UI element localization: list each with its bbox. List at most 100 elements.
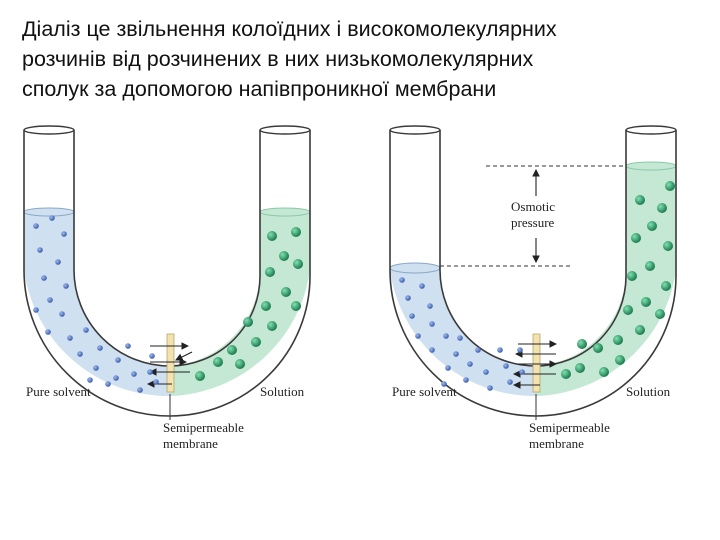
small-molecule <box>457 335 463 341</box>
arrow <box>175 351 193 361</box>
small-molecule <box>87 377 93 383</box>
small-molecule <box>97 345 103 351</box>
large-molecule <box>195 371 205 381</box>
small-molecule <box>441 381 447 387</box>
small-molecule <box>399 277 405 283</box>
osmotic-pressure-label-line1: Osmotic <box>511 199 555 214</box>
large-molecule <box>235 359 245 369</box>
small-molecule <box>453 351 459 357</box>
small-molecule <box>483 369 489 375</box>
small-molecule <box>147 369 153 375</box>
left-tube-rim <box>23 125 75 135</box>
solution-surface <box>259 207 311 217</box>
u-tube-inner-wall <box>439 130 627 367</box>
small-molecule <box>59 311 65 317</box>
large-molecule <box>665 181 675 191</box>
small-molecule <box>427 303 433 309</box>
solvent-liquid <box>390 266 536 397</box>
large-molecule <box>213 357 223 367</box>
small-molecule <box>45 329 51 335</box>
small-molecule <box>63 283 69 289</box>
small-molecule <box>429 347 435 353</box>
small-molecule <box>429 321 435 327</box>
small-molecule <box>137 387 143 393</box>
small-molecule <box>405 295 411 301</box>
small-molecule <box>93 365 99 371</box>
small-molecule <box>463 377 469 383</box>
small-molecule <box>61 231 67 237</box>
small-molecule <box>443 333 449 339</box>
small-molecule <box>47 297 53 303</box>
pure-solvent-label: Pure solvent <box>26 384 91 399</box>
membrane-label-line2: membrane <box>163 436 218 451</box>
semipermeable-membrane <box>166 333 175 393</box>
slide-heading: Діаліз це звільнення колоїдних і високом… <box>22 14 702 104</box>
small-molecule <box>409 313 415 319</box>
small-molecule <box>487 385 493 391</box>
small-molecule <box>131 371 137 377</box>
solution-liquid <box>536 164 676 396</box>
small-molecule <box>33 307 39 313</box>
large-molecule <box>281 287 291 297</box>
right-tube-rim <box>625 125 677 135</box>
right-tube-rim <box>259 125 311 135</box>
large-molecule <box>599 367 609 377</box>
large-molecule <box>243 317 253 327</box>
left-u-tube-panel: Pure solvent Solution Semipermeable memb… <box>23 125 311 451</box>
solution-label: Solution <box>626 384 671 399</box>
solution-label: Solution <box>260 384 305 399</box>
membrane-label-line1: Semipermeable <box>529 420 610 435</box>
large-molecule <box>227 345 237 355</box>
large-molecule <box>631 233 641 243</box>
large-molecule <box>623 305 633 315</box>
large-molecule <box>641 297 651 307</box>
large-molecule <box>645 261 655 271</box>
osmotic-pressure-indicator: Osmotic pressure <box>440 165 626 267</box>
large-molecule <box>577 339 587 349</box>
heading-line-3: сполук за допомогою напівпроникної мембр… <box>22 77 497 101</box>
large-molecule <box>265 267 275 277</box>
small-molecule <box>503 363 509 369</box>
large-molecule <box>251 337 261 347</box>
small-molecule <box>33 223 39 229</box>
small-molecule <box>507 379 513 385</box>
right-u-tube-panel: Osmotic pressure Pure solvent Solution S… <box>389 125 677 451</box>
large-molecule <box>267 321 277 331</box>
small-molecule <box>475 347 481 353</box>
solution-surface <box>625 161 677 171</box>
large-molecule <box>615 355 625 365</box>
large-molecule <box>293 259 303 269</box>
large-molecule <box>575 363 585 373</box>
small-molecule <box>67 335 73 341</box>
pure-solvent-label: Pure solvent <box>392 384 457 399</box>
small-molecule <box>115 357 121 363</box>
large-molecule <box>655 309 665 319</box>
small-molecule <box>415 333 421 339</box>
solvent-liquid <box>24 210 170 397</box>
u-tube-inner-wall <box>73 130 261 367</box>
diffusion-arrows <box>146 342 193 388</box>
membrane-label-line2: membrane <box>529 436 584 451</box>
small-molecule <box>517 347 523 353</box>
semipermeable-membrane <box>532 333 541 393</box>
large-molecule <box>635 325 645 335</box>
small-molecule <box>519 369 525 375</box>
small-molecule <box>113 375 119 381</box>
small-molecule <box>497 347 503 353</box>
osmotic-pressure-label-line2: pressure <box>511 215 555 230</box>
large-molecule <box>613 335 623 345</box>
large-molecules <box>561 181 675 379</box>
small-molecule <box>419 283 425 289</box>
large-molecule <box>647 221 657 231</box>
large-molecules <box>195 227 303 381</box>
heading-line-1: Діаліз це звільнення колоїдних і високом… <box>22 17 557 41</box>
large-molecule <box>661 281 671 291</box>
large-molecule <box>291 227 301 237</box>
large-molecule <box>627 271 637 281</box>
dialysis-diagram: Pure solvent Solution Semipermeable memb… <box>23 125 677 451</box>
large-molecule <box>635 195 645 205</box>
small-molecules <box>33 215 159 393</box>
large-molecule <box>267 231 277 241</box>
large-molecule <box>663 241 673 251</box>
left-tube-rim <box>389 125 441 135</box>
